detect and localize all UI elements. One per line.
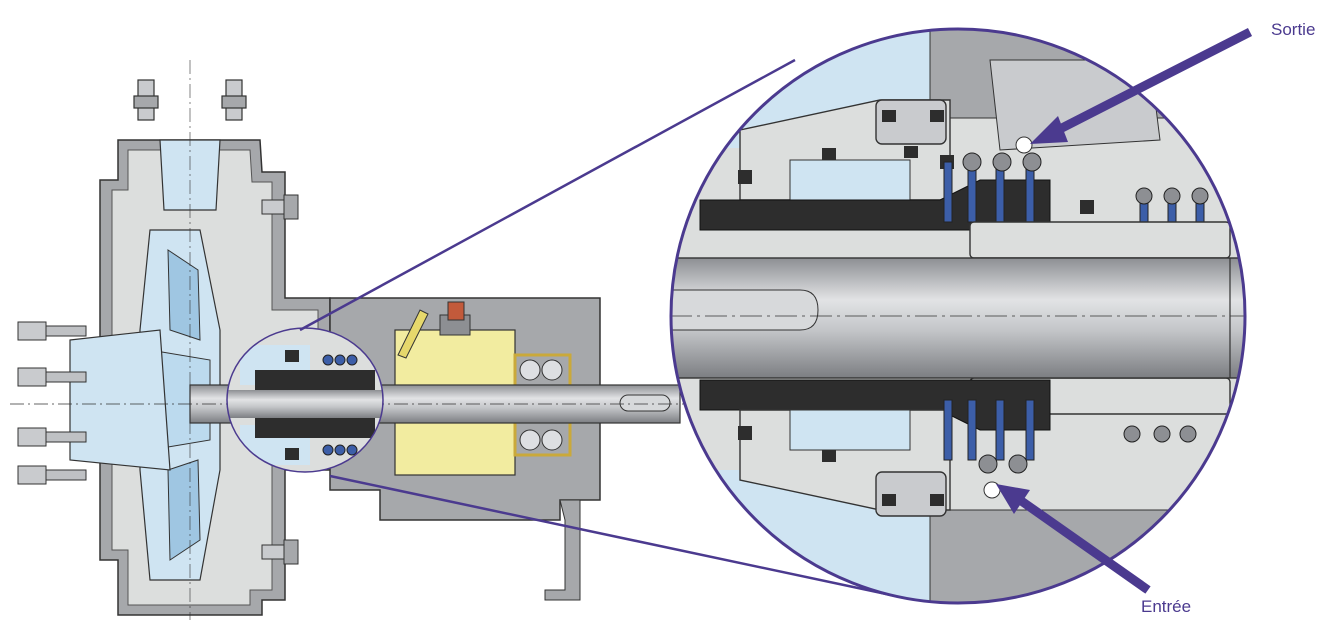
magnifier-circle	[669, 27, 1247, 605]
seal-ring-bottom	[699, 379, 1051, 431]
magnifier-connectors	[299, 58, 906, 600]
seal-ring-top	[699, 179, 1051, 231]
outlet-arrow	[1030, 27, 1253, 144]
outlet-label: Sortie	[1271, 20, 1316, 39]
top-bolts	[133, 79, 247, 121]
pump-cross-section	[10, 60, 690, 620]
magnified-seal-view	[669, 27, 1247, 605]
springs-bottom	[943, 399, 1197, 474]
left-studs	[17, 321, 87, 485]
inlet-label: Entrée	[1141, 597, 1192, 616]
inlet-arrow	[996, 484, 1151, 594]
